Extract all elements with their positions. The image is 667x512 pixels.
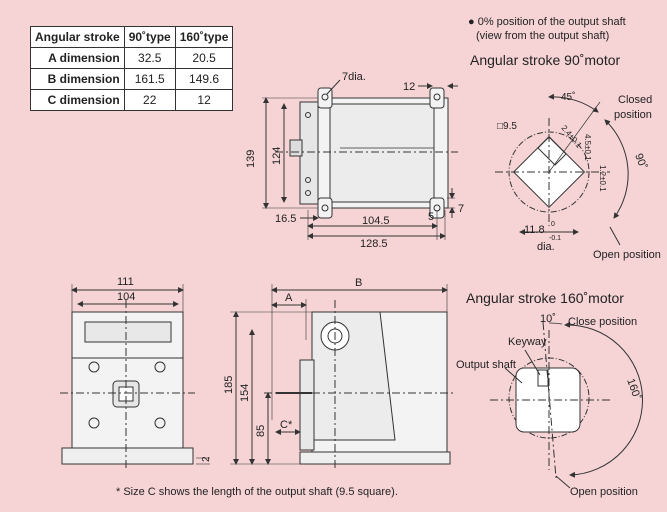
keyway-label: Keyway bbox=[508, 336, 547, 348]
shaft-90-diagram bbox=[495, 93, 629, 246]
table-row: C dimension 22 12 bbox=[30, 89, 234, 111]
output-shaft-label: Output shaft bbox=[456, 359, 516, 371]
dia-label: dia. bbox=[537, 241, 555, 253]
dim-16-5: 16.5 bbox=[275, 213, 296, 225]
table-header-row: Angular stroke 90˚type 160˚type bbox=[30, 26, 234, 48]
dim-C: C* bbox=[280, 419, 293, 431]
shaft-note: ● 0% position of the output shaft bbox=[468, 16, 626, 28]
shaft-160-diagram bbox=[490, 321, 644, 489]
close-position-160: Close position bbox=[568, 316, 637, 328]
table-header: Angular stroke bbox=[30, 26, 125, 48]
dim-12: 12 bbox=[403, 81, 415, 93]
dia-tol-lower: -0.1 bbox=[549, 235, 561, 242]
dim-85: 85 bbox=[255, 425, 267, 437]
table-row: A dimension 32.5 20.5 bbox=[30, 47, 234, 69]
dim-185: 185 bbox=[223, 376, 235, 394]
angle-45: 45˚ bbox=[561, 91, 575, 103]
cell-160: 12 bbox=[174, 89, 234, 111]
shaft-note-line1: 0% position of the output shaft bbox=[477, 16, 626, 28]
dim-4-5: 4.5±0.1 bbox=[583, 134, 592, 161]
dim-154: 154 bbox=[239, 384, 251, 402]
angle-10: 10˚ bbox=[540, 313, 556, 325]
dim-104-5: 104.5 bbox=[362, 215, 390, 227]
shaft-note-line2: (view from the output shaft) bbox=[476, 30, 610, 42]
dim-A: A bbox=[285, 292, 293, 304]
dim-104: 104 bbox=[117, 291, 135, 303]
row-label: C dimension bbox=[30, 89, 125, 111]
dim-5: 5 bbox=[428, 211, 434, 223]
square-9-5: □9.5 bbox=[497, 121, 517, 132]
dia-tol-upper: 0 bbox=[551, 221, 555, 228]
side-view-drawing bbox=[230, 284, 455, 470]
row-label: B dimension bbox=[30, 68, 125, 90]
dim-B: B bbox=[355, 277, 362, 289]
dimension-table: Angular stroke 90˚type 160˚type A dimens… bbox=[30, 26, 234, 111]
closed-label: Closed bbox=[618, 94, 652, 106]
dim-111: 111 bbox=[117, 276, 134, 288]
open-position-90: Open position bbox=[593, 249, 661, 261]
dim-128-5: 128.5 bbox=[360, 238, 388, 250]
dia-11-8: 11.8 bbox=[524, 224, 545, 236]
closed-position-label: position bbox=[614, 109, 652, 121]
front-view-drawing bbox=[60, 284, 210, 470]
cell-90: 32.5 bbox=[123, 47, 176, 69]
angle-90: 90˚ bbox=[632, 152, 649, 171]
dim-2-4: 2.4±0.1 bbox=[559, 124, 583, 151]
top-view-drawing bbox=[262, 79, 458, 240]
dim-7: 7 bbox=[458, 203, 464, 215]
bullet-icon: ● bbox=[468, 16, 475, 28]
footnote: * Size C shows the length of the output … bbox=[116, 486, 398, 498]
dim-1-2: 1.2±0.1 bbox=[598, 165, 607, 192]
table-row: B dimension 161.5 149.6 bbox=[30, 68, 234, 90]
open-position-160: Open position bbox=[570, 486, 638, 498]
dim-124: 124 bbox=[271, 147, 283, 165]
motor-160-title: Angular stroke 160˚motor bbox=[466, 290, 624, 306]
cell-90: 22 bbox=[123, 89, 176, 111]
dim-139: 139 bbox=[245, 150, 257, 168]
dim-2: 2 bbox=[201, 456, 212, 462]
dim-hole-dia: 7dia. bbox=[342, 71, 366, 83]
motor-90-title: Angular stroke 90˚motor bbox=[470, 52, 621, 68]
